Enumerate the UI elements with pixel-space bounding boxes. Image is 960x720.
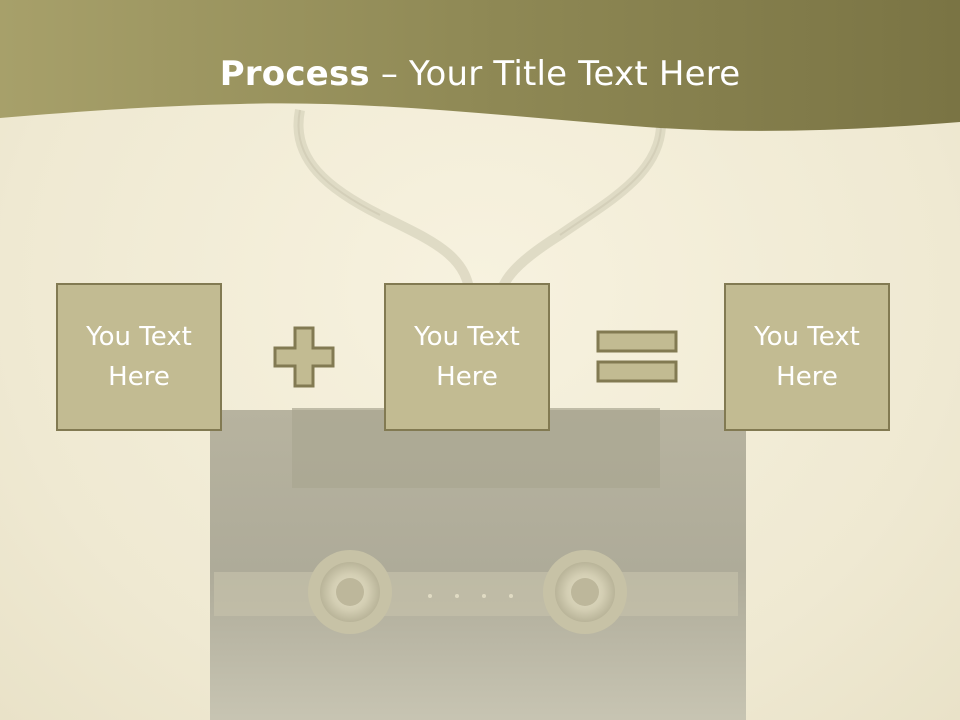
process-step-text-1: You Text Here bbox=[86, 322, 192, 392]
process-step-box-1[interactable]: You Text Here bbox=[56, 283, 222, 431]
process-step-box-2[interactable]: You Text Here bbox=[384, 283, 550, 431]
title-rest: – Your Title Text Here bbox=[369, 54, 741, 94]
slide-title: Process – Your Title Text Here bbox=[0, 52, 960, 96]
plus-icon bbox=[273, 326, 335, 388]
title-bold: Process bbox=[219, 54, 370, 94]
process-step-text-2: You Text Here bbox=[414, 322, 520, 392]
process-step-text-3: You Text Here bbox=[754, 322, 860, 392]
process-step-box-3[interactable]: You Text Here bbox=[724, 283, 890, 431]
equals-icon bbox=[596, 330, 678, 383]
header-banner bbox=[0, 0, 960, 131]
